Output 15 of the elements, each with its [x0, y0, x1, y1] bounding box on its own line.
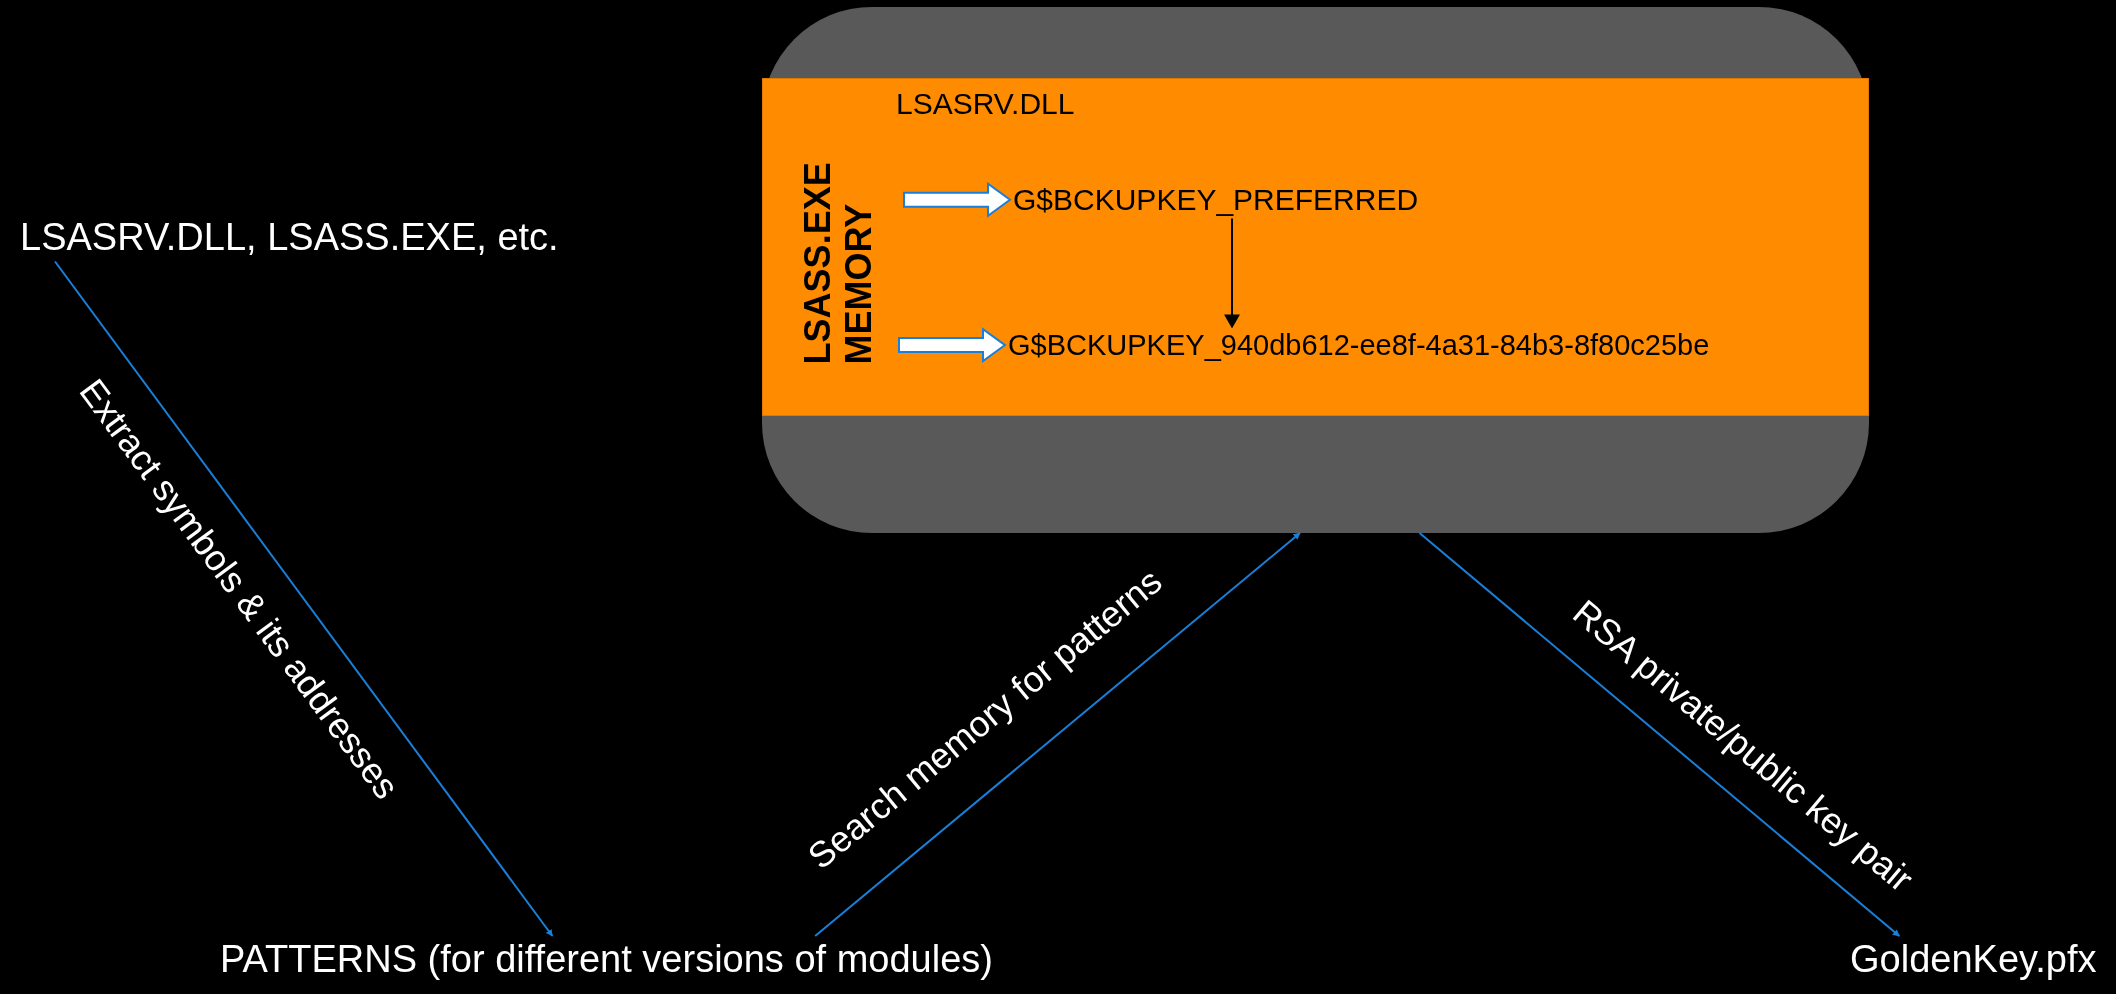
- memory-band: [762, 78, 1869, 416]
- source-label: LSASRV.DLL, LSASS.EXE, etc.: [20, 214, 559, 262]
- key-label: G$BCKUPKEY_PREFERRED: [1013, 181, 1419, 219]
- block-arrow: [903, 181, 1012, 218]
- arrow: [1225, 217, 1239, 329]
- patterns-label: PATTERNS (for different versions of modules): [220, 936, 993, 984]
- memory-box: [762, 7, 1869, 533]
- arrow: [1418, 532, 1901, 937]
- key-label: G$BCKUPKEY_940db612-ee8f-4a31-84b3-8f80c25be: [1008, 327, 1710, 364]
- block-arrow: [898, 327, 1007, 364]
- module-label: LSASRV.DLL: [896, 86, 1075, 122]
- vertical-heading: LSASS.EXE MEMORY: [795, 160, 880, 364]
- arrow: [814, 532, 1301, 937]
- arrow: [54, 260, 554, 937]
- file-label: GoldenKey.pfx: [1850, 936, 2097, 984]
